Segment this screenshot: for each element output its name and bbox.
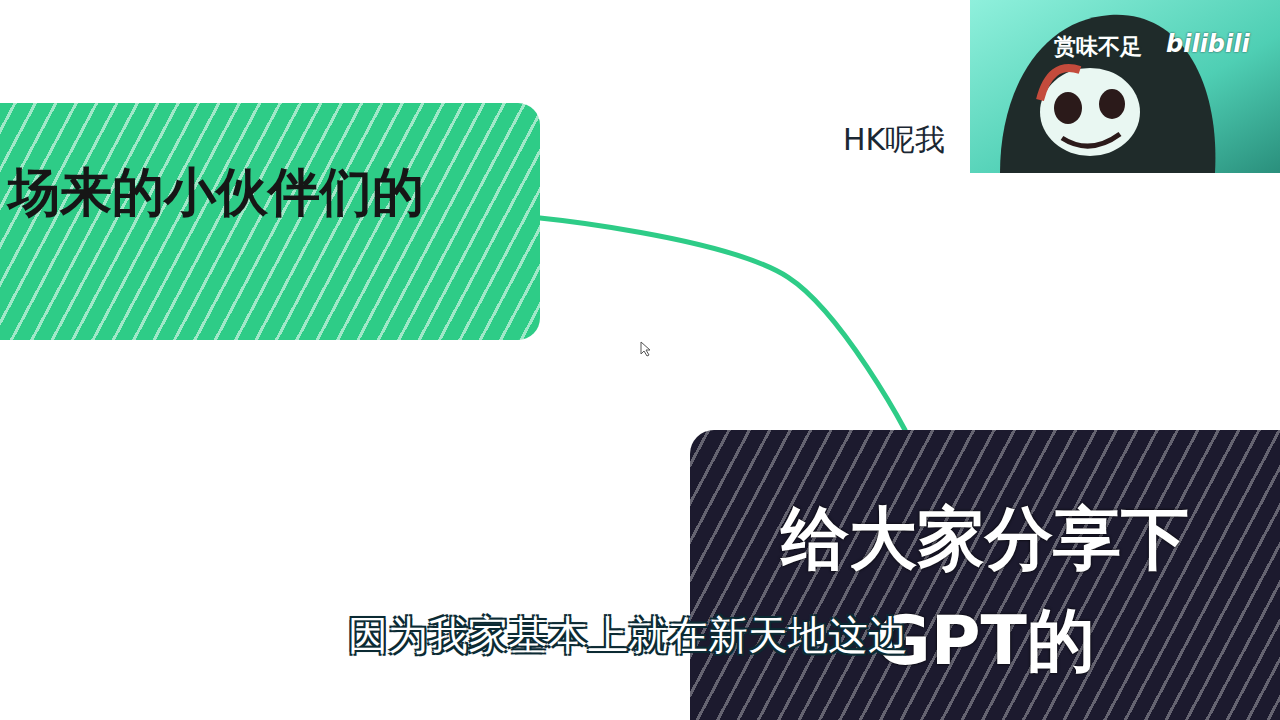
mouse-cursor [641, 342, 650, 356]
topic-text: 场来的小伙伴们的 [8, 153, 424, 231]
branch-connector [540, 218, 905, 430]
webcam-overlay [970, 0, 1280, 173]
topic-box: 给大家分享下 GPT的 [690, 430, 1280, 720]
partial-text: HK呢我 [843, 120, 945, 161]
watermark: bilibili [1166, 30, 1250, 58]
subtitle-caption: 因为我家基本上就在新天地这边 [348, 608, 908, 663]
topic-box: 场来的小伙伴们的 [0, 103, 540, 340]
watermark: 赏味不足 [1054, 32, 1142, 62]
topic-text: 给大家分享下 GPT的 [760, 488, 1210, 692]
